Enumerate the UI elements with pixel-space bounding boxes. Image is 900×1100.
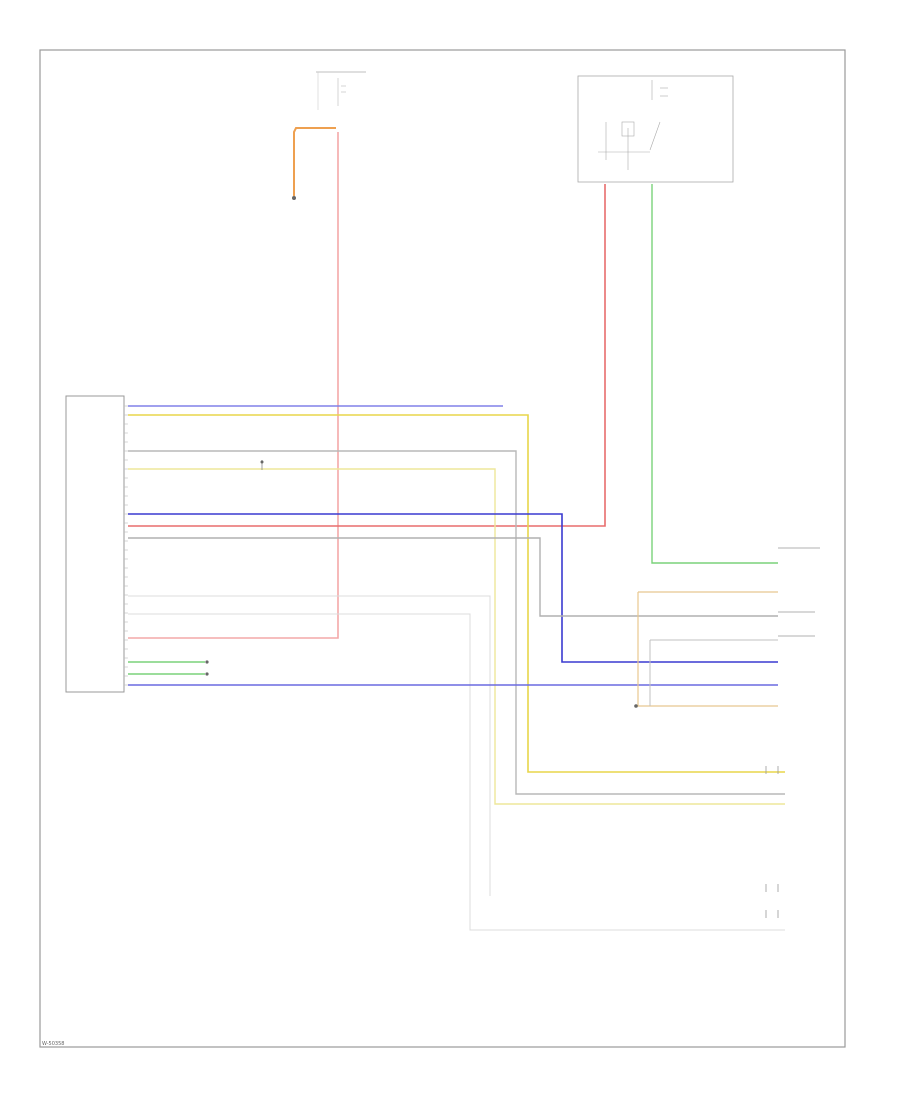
- top-right-module-box: [577, 75, 734, 183]
- diagram-code: W-50358: [42, 1041, 65, 1047]
- splice-dot: [634, 704, 638, 708]
- pin-ticks: [124, 405, 128, 686]
- gray-wire-1: [128, 450, 785, 795]
- top-left-fuse-block: [316, 71, 366, 110]
- yellow-wire-right: [637, 592, 778, 707]
- yellow-wire-2: [128, 468, 785, 805]
- right-connector-ends: [765, 547, 820, 918]
- orange-wire: [293, 127, 336, 196]
- green-wire-right: [651, 184, 778, 564]
- gray-wire-2: [128, 537, 778, 617]
- red-wire-left: [128, 132, 339, 639]
- diagram-frame: [39, 49, 846, 1048]
- splice-dot: [205, 672, 209, 676]
- light-gray-wire-1: [128, 595, 491, 896]
- electronic-module: [65, 395, 125, 693]
- dark-blue-wire: [128, 513, 778, 663]
- light-gray-wire-2: [128, 613, 785, 931]
- splice-dot: [260, 460, 264, 464]
- top-right-module-internals: [598, 80, 668, 170]
- red-wire-right: [128, 184, 606, 527]
- splice-dot: [205, 660, 209, 664]
- yellow-wire-1: [128, 414, 785, 773]
- ground-connector: [292, 196, 296, 200]
